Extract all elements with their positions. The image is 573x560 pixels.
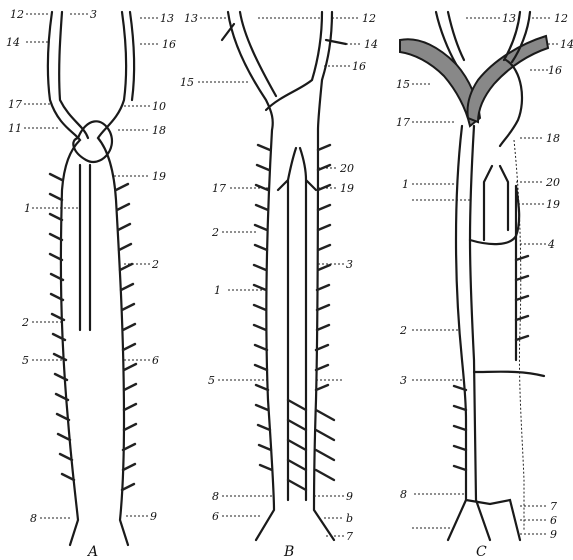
label: 17 [396,116,410,129]
label: 19 [152,170,166,183]
label: 1 [24,202,31,215]
label: 1 [402,178,409,191]
label: 12 [362,12,376,25]
panel-b-center-vein [278,148,316,500]
panel-a-caption: A [86,544,98,560]
label: 7 [550,500,557,513]
panel-a-right-trunk [98,12,128,545]
label: 3 [90,8,97,21]
label: 16 [548,64,562,77]
panel-c-right-brachiocephalic [467,36,548,122]
label: 12 [10,8,24,21]
label: 8 [30,512,37,525]
panel-a-left-trunk [48,12,80,545]
panel-c-left-trunk [448,126,466,540]
panel-b-caption: B [283,544,294,560]
label: 17 [212,182,226,195]
label: 2 [211,226,219,239]
label: 2 [151,258,159,271]
label: 7 [346,530,353,543]
label: 9 [150,510,157,523]
label: b [346,512,353,525]
label: 8 [212,490,219,503]
label: 8 [400,488,407,501]
label: 6 [550,514,557,527]
label: 13 [184,12,198,25]
label: 10 [152,100,166,113]
label: 6 [212,510,219,523]
label: 19 [340,182,354,195]
label: 5 [22,354,29,367]
label: 9 [346,490,353,503]
label: 13 [502,12,516,25]
label: 14 [6,36,20,49]
label: 17 [8,98,22,111]
label: 15 [396,78,410,91]
label: 16 [162,38,176,51]
panel-c-connecting-loop [470,186,519,244]
label: 6 [152,354,159,367]
label: 12 [554,12,568,25]
panel-a: 12 14 3 13 16 17 10 11 18 19 1 2 2 5 6 8… [6,8,176,560]
label: 3 [400,374,407,387]
label: 19 [546,198,560,211]
label: 13 [160,12,174,25]
label: 3 [346,258,353,271]
label: 15 [180,76,194,89]
panel-b-labels: 13 12 14 16 15 19 20 17 2 1 3 5 8 6 9 b … [180,12,378,543]
panel-b-left-trunk [228,12,274,540]
label: 2 [21,316,29,329]
label: 1 [214,284,221,297]
label: 18 [152,124,166,137]
panel-b: 13 12 14 16 15 19 20 17 2 1 3 5 8 6 9 b … [180,12,378,560]
label: 18 [546,132,560,145]
label: 9 [550,528,557,541]
label: 2 [399,324,407,337]
panel-c: 13 12 14 16 15 17 18 1 20 19 4 2 3 8 7 6… [396,12,573,560]
panel-b-right-trunk [314,12,334,540]
label: 14 [560,38,573,51]
label: 20 [339,162,354,175]
label: 16 [352,60,366,73]
label: 5 [208,374,215,387]
label: 20 [545,176,560,189]
panel-c-caption: C [476,544,487,560]
label: 11 [8,122,22,135]
label: 4 [547,238,555,251]
label: 14 [364,38,378,51]
